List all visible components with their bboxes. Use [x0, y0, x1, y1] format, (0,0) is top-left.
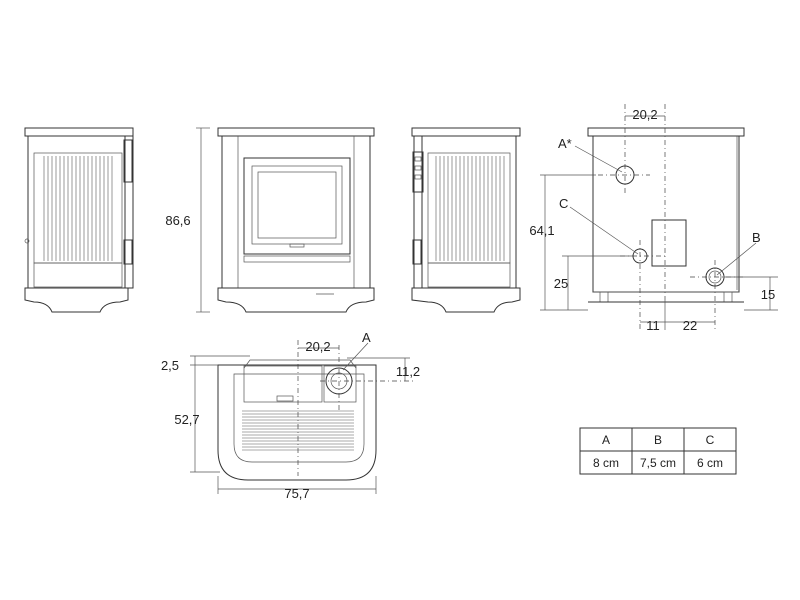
- table-header-c: C: [706, 433, 715, 447]
- dim-inlet-height: 25: [554, 276, 568, 291]
- dim-b-offset: 22: [683, 318, 697, 333]
- dim-top-edge: 2,5: [161, 358, 179, 373]
- side-fins-right: [435, 156, 505, 261]
- dim-width: 75,7: [284, 486, 309, 501]
- table-header-a: A: [602, 433, 610, 447]
- top-view: 20,2 A 11,2 2,5 52,7 75,7: [161, 330, 420, 501]
- label-b: B: [752, 230, 761, 245]
- table-value-b: 7,5 cm: [640, 456, 676, 470]
- table-value-c: 6 cm: [697, 456, 723, 470]
- dim-height: 86,6: [165, 213, 190, 228]
- dim-top-side: 11,2: [396, 364, 420, 379]
- outlet-size-table: A B C 8 cm 7,5 cm 6 cm: [579, 427, 737, 475]
- side-fins-left: [43, 156, 113, 261]
- dim-outlet-height: 64,1: [529, 223, 554, 238]
- table-header-b: B: [654, 433, 662, 447]
- rear-view: 20,2 64,1 25 15 11 22 A* C B: [529, 104, 778, 333]
- dim-depth: 52,7: [174, 412, 199, 427]
- label-a-top: A: [362, 330, 371, 345]
- front-view: 86,6: [165, 127, 375, 313]
- table-value-a: 8 cm: [593, 456, 619, 470]
- dim-b-height: 15: [761, 287, 775, 302]
- label-a-star: A*: [558, 136, 572, 151]
- label-c: C: [559, 196, 568, 211]
- dim-c-offset: 11: [646, 318, 660, 333]
- dim-top-offset: 20,2: [305, 339, 330, 354]
- outlet-a-circle: [615, 165, 635, 185]
- side-view-right: [411, 127, 521, 313]
- dim-rear-offset: 20,2: [632, 107, 657, 122]
- side-view-left: [24, 127, 134, 313]
